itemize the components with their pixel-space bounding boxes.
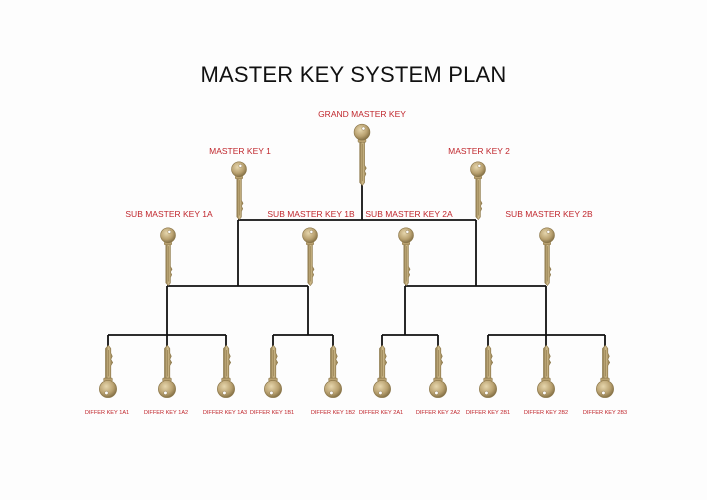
sub-master-key-2a-icon <box>398 227 414 287</box>
master-key-1-label: MASTER KEY 1 <box>209 146 271 156</box>
differ-key-2b2-label: DIFFER KEY 2B2 <box>523 410 569 416</box>
grand-master-key-label: GRAND MASTER KEY <box>318 109 406 119</box>
differ-key-1b1-label: DIFFER KEY 1B1 <box>249 410 295 416</box>
differ-key-icon-1 <box>99 344 117 398</box>
differ-key-icon-10 <box>596 344 614 398</box>
sub-master-key-2a-label: SUB MASTER KEY 2A <box>365 209 453 219</box>
differ-key-1a2-label: DIFFER KEY 1A2 <box>143 410 189 416</box>
master-key-1-icon <box>231 161 247 221</box>
differ-key-icon-2 <box>158 344 176 398</box>
differ-key-1a1-label: DIFFER KEY 1A1 <box>84 410 130 416</box>
sub-master-key-1a-icon <box>160 227 176 287</box>
differ-key-icon-6 <box>373 344 391 398</box>
sub-master-key-1b-icon <box>302 227 318 287</box>
differ-key-icon-9 <box>537 344 555 398</box>
differ-key-icon-3 <box>217 344 235 398</box>
differ-key-2a1-label: DIFFER KEY 2A1 <box>358 410 404 416</box>
differ-key-1b2-label: DIFFER KEY 1B2 <box>310 410 356 416</box>
sub-master-key-1a-label: SUB MASTER KEY 1A <box>125 209 213 219</box>
grand-master-key-icon <box>353 123 371 186</box>
differ-key-2b1-label: DIFFER KEY 2B1 <box>465 410 511 416</box>
sub-master-key-1b-label: SUB MASTER KEY 1B <box>267 209 355 219</box>
differ-key-icon-7 <box>429 344 447 398</box>
differ-key-icon-5 <box>324 344 342 398</box>
differ-key-1a3-label: DIFFER KEY 1A3 <box>202 410 248 416</box>
differ-key-2a2-label: DIFFER KEY 2A2 <box>415 410 461 416</box>
differ-key-icon-4 <box>264 344 282 398</box>
diagram-title: MASTER KEY SYSTEM PLAN <box>200 62 507 87</box>
master-key-2-icon <box>470 161 486 221</box>
master-key-2-label: MASTER KEY 2 <box>448 146 510 156</box>
differ-key-2b3-label: DIFFER KEY 2B3 <box>582 410 628 416</box>
sub-master-key-2b-label: SUB MASTER KEY 2B <box>505 209 593 219</box>
sub-master-key-2b-icon <box>539 227 555 287</box>
differ-key-icon-8 <box>479 344 497 398</box>
